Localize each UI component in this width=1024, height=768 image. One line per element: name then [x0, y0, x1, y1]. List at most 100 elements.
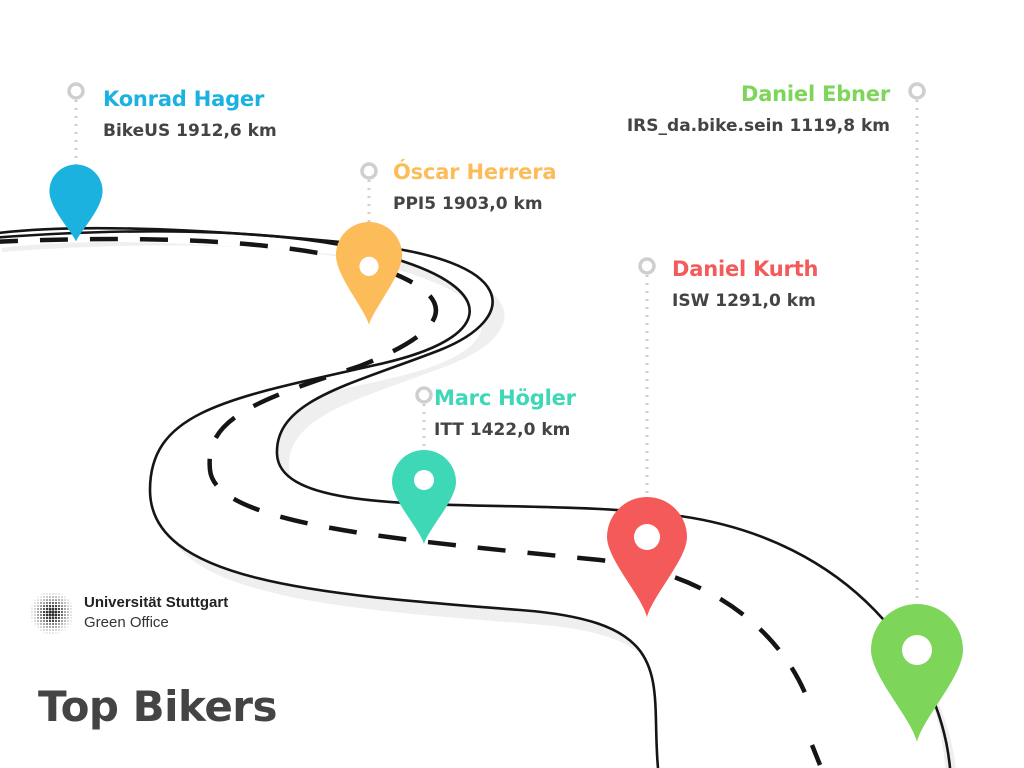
logo-dot — [64, 620, 66, 622]
logo-dot — [67, 620, 69, 622]
biker-label: Daniel Kurth ISW 1291,0 km — [672, 256, 819, 312]
logo-dot — [70, 623, 72, 625]
logo-dot — [48, 616, 52, 620]
logo-dot — [58, 632, 60, 634]
logo-dot — [57, 613, 61, 617]
logo-dot — [31, 617, 33, 619]
logo-dot — [61, 623, 63, 625]
logo-dot — [43, 602, 45, 604]
logo-dot — [55, 599, 57, 601]
logo-dot — [40, 626, 42, 628]
logo-dot — [58, 599, 60, 601]
logo-dot — [58, 605, 60, 607]
logo-dot — [37, 599, 39, 601]
logo-dot — [61, 614, 63, 616]
logo-dot — [64, 629, 66, 631]
biker-distance: PPI5 1903,0 km — [393, 194, 543, 214]
logo-dot — [37, 596, 39, 598]
logo-dot — [46, 596, 48, 598]
logo-dot — [61, 611, 63, 613]
logo-dot — [48, 607, 52, 611]
logo-dot — [61, 626, 63, 628]
biker-distance: ITT 1422,0 km — [434, 420, 571, 440]
logo-dot — [34, 620, 36, 622]
logo-dot — [40, 629, 42, 631]
logo-dot — [61, 596, 63, 598]
logo-dot — [70, 602, 72, 604]
logo-dot — [52, 599, 54, 601]
logo-dot — [58, 623, 60, 625]
map-pin-icon — [392, 450, 456, 544]
logo-dot — [49, 623, 51, 625]
logo-dot — [40, 623, 42, 625]
logo-dot — [51, 613, 55, 617]
logo-dot — [40, 599, 42, 601]
logo-dot — [49, 602, 51, 604]
page-title: Top Bikers — [38, 682, 278, 731]
logo-dot — [40, 611, 42, 613]
logo-dot — [46, 629, 48, 631]
logo-dot — [70, 605, 72, 607]
logo-dot — [31, 614, 33, 616]
logo-dot — [49, 626, 51, 628]
connectors — [74, 100, 919, 608]
biker-label: Daniel Ebner IRS_da.bike.sein 1119,8 km — [627, 81, 890, 137]
logo-dot — [40, 602, 42, 604]
logo-dot — [54, 610, 58, 614]
road-edge-inner — [0, 226, 952, 768]
logo-dot — [42, 607, 46, 611]
logo-dot — [31, 608, 33, 610]
logo-dot — [43, 593, 45, 595]
logo-dot — [52, 623, 54, 625]
logo-dot — [37, 602, 39, 604]
biker-name: Óscar Herrera — [393, 160, 557, 184]
logo-dot — [61, 620, 63, 622]
logo-office-name: Green Office — [84, 614, 169, 631]
logo-dot — [42, 613, 46, 617]
logo-dot — [61, 629, 63, 631]
logo-dot — [55, 596, 57, 598]
logo-dot — [67, 623, 69, 625]
logo-dot — [54, 613, 58, 617]
logo-dot — [46, 602, 48, 604]
logo-dot — [64, 611, 66, 613]
logo-dot — [64, 596, 66, 598]
logo-dot — [52, 626, 54, 628]
logo-dot — [70, 614, 72, 616]
logo-dot — [40, 614, 42, 616]
logo-dot — [67, 611, 69, 613]
logo-dot — [64, 617, 66, 619]
logo-dot — [70, 617, 72, 619]
university-logo: Universität Stuttgart Green Office — [28, 590, 228, 636]
logo-dot — [34, 623, 36, 625]
map-pin-icon — [607, 497, 687, 617]
logo-dot — [34, 608, 36, 610]
biker-label: Konrad Hager BikeUS 1912,6 km — [103, 86, 277, 142]
logo-dot — [55, 623, 57, 625]
logo-dot — [45, 604, 49, 608]
logo-dot — [64, 605, 66, 607]
logo-dot — [40, 620, 42, 622]
logo-dot — [37, 614, 39, 616]
logo-dot — [34, 605, 36, 607]
logo-dot — [45, 616, 49, 620]
logo-dot — [55, 602, 57, 604]
logo-dot — [37, 608, 39, 610]
logo-dot — [37, 605, 39, 607]
logo-dot — [67, 608, 69, 610]
map-pin-icon — [49, 164, 103, 242]
road-surface — [0, 228, 945, 768]
logo-dot — [70, 620, 72, 622]
logo-dot — [34, 617, 36, 619]
logo-dot — [58, 593, 60, 595]
logo-dot — [61, 602, 63, 604]
logo-dot — [34, 602, 36, 604]
logo-dot — [45, 607, 49, 611]
biker-label: Marc Högler ITT 1422,0 km — [434, 385, 576, 441]
logo-dot — [55, 626, 57, 628]
logo-dot — [52, 632, 54, 634]
logo-dot — [49, 632, 51, 634]
logo-dot — [46, 593, 48, 595]
logo-university-name: Universität Stuttgart — [84, 594, 229, 611]
logo-dot — [37, 626, 39, 628]
